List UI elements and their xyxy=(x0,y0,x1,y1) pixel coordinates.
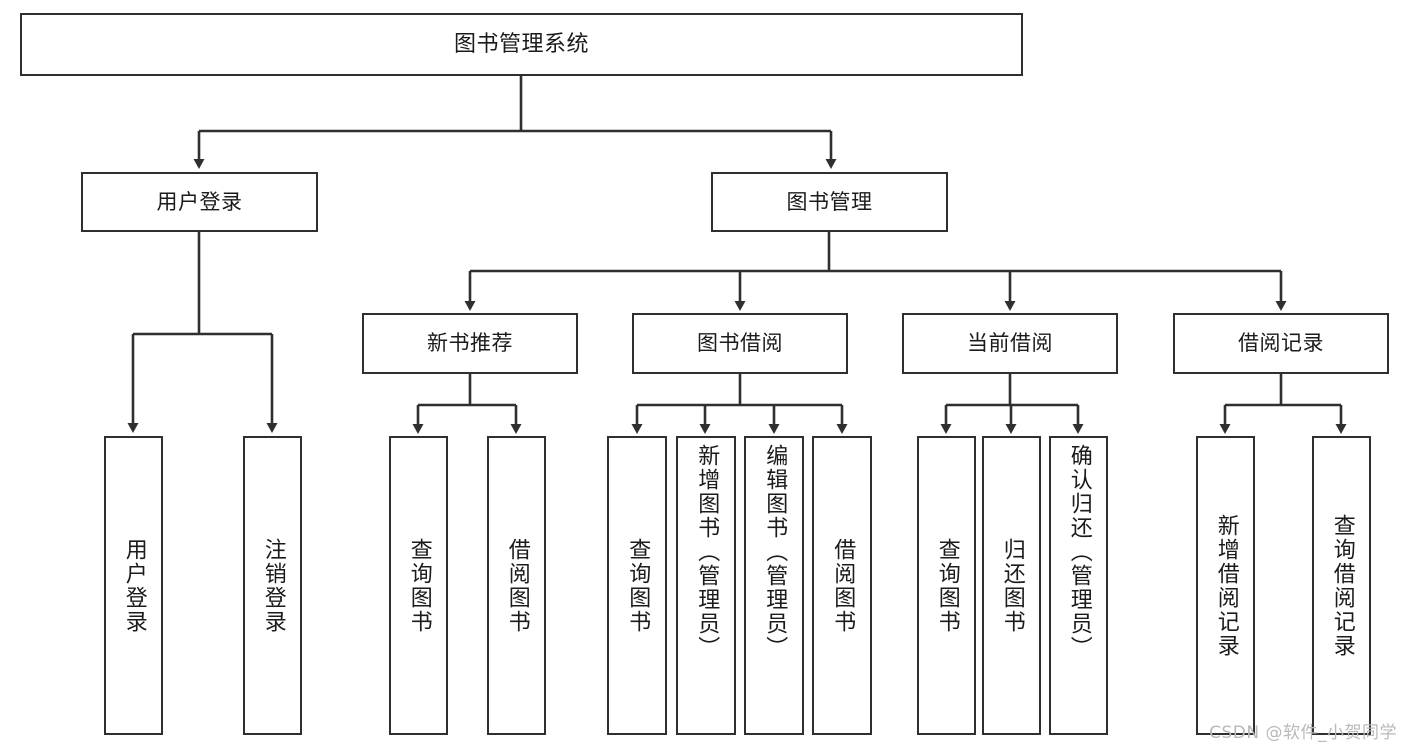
leaf-edit-book-admin[interactable]: 编辑图书（管理员） xyxy=(744,436,804,735)
node-label: 用户登录 xyxy=(156,189,243,214)
node-label: 归还图书 xyxy=(999,537,1025,634)
node-new-book-recommendation[interactable]: 新书推荐 xyxy=(362,313,578,374)
leaf-add-borrow-record[interactable]: 新增借阅记录 xyxy=(1196,436,1255,735)
csdn-watermark: CSDN @软件_小贺同学 xyxy=(1209,723,1397,743)
node-label: 用户登录 xyxy=(121,537,147,634)
node-label: 新增图书（管理员） xyxy=(694,444,720,660)
node-label: 借阅图书 xyxy=(830,537,856,634)
node-label: 新书推荐 xyxy=(427,331,513,356)
node-book-management[interactable]: 图书管理 xyxy=(711,172,948,232)
node-label: 查询图书 xyxy=(934,537,960,634)
node-label: 确认归还（管理员） xyxy=(1066,444,1092,660)
node-label: 图书管理系统 xyxy=(453,31,589,57)
node-label: 查询图书 xyxy=(625,537,651,634)
leaf-borrow-book[interactable]: 借阅图书 xyxy=(812,436,872,735)
node-label: 借阅记录 xyxy=(1238,331,1324,356)
node-label: 查询借阅记录 xyxy=(1329,513,1355,658)
leaf-query-book-current[interactable]: 查询图书 xyxy=(917,436,976,735)
node-label: 编辑图书（管理员） xyxy=(762,444,788,660)
node-book-borrowing[interactable]: 图书借阅 xyxy=(632,313,848,374)
node-label: 图书借阅 xyxy=(697,331,783,356)
node-label: 注销登录 xyxy=(260,537,286,634)
node-borrowing-records[interactable]: 借阅记录 xyxy=(1173,313,1389,374)
leaf-query-book-borrow[interactable]: 查询图书 xyxy=(607,436,667,735)
leaf-add-book-admin[interactable]: 新增图书（管理员） xyxy=(676,436,736,735)
leaf-confirm-return-admin[interactable]: 确认归还（管理员） xyxy=(1049,436,1108,735)
leaf-logout[interactable]: 注销登录 xyxy=(243,436,302,735)
leaf-borrow-book-new[interactable]: 借阅图书 xyxy=(487,436,546,735)
node-label: 新增借阅记录 xyxy=(1213,513,1239,658)
node-root-book-management-system[interactable]: 图书管理系统 xyxy=(20,13,1023,76)
leaf-query-book-new[interactable]: 查询图书 xyxy=(389,436,448,735)
node-label: 借阅图书 xyxy=(504,537,530,634)
leaf-return-book[interactable]: 归还图书 xyxy=(982,436,1041,735)
leaf-query-borrow-record[interactable]: 查询借阅记录 xyxy=(1312,436,1371,735)
node-current-borrowing[interactable]: 当前借阅 xyxy=(902,313,1118,374)
node-label: 图书管理 xyxy=(786,189,873,214)
node-label: 当前借阅 xyxy=(967,331,1053,356)
node-user-login[interactable]: 用户登录 xyxy=(81,172,318,232)
leaf-user-login[interactable]: 用户登录 xyxy=(104,436,163,735)
node-label: 查询图书 xyxy=(406,537,432,634)
